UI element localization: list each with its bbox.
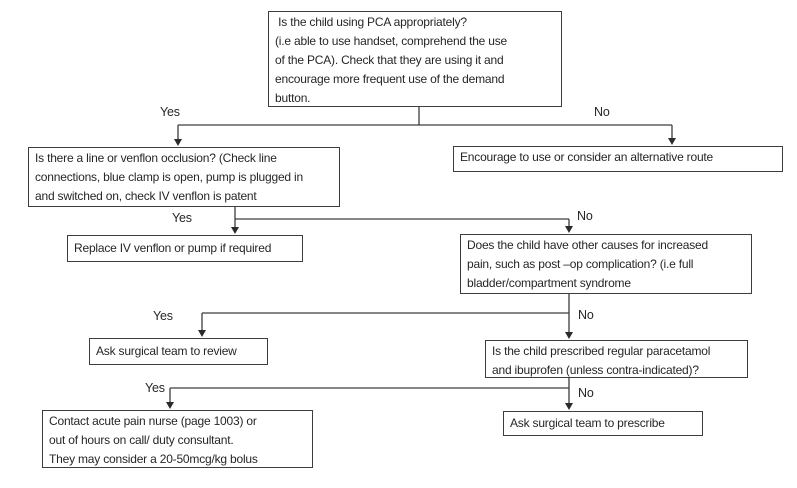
flow-node-ask-prescribe: Ask surgical team to prescribe [503,411,703,436]
flow-node-question-using-pca: Is the child using PCA appropriately? (i… [268,11,562,107]
edge-label-no-4: No [578,386,594,400]
flow-node-ask-review: Ask surgical team to review [89,338,268,365]
flow-node-question-other-causes: Does the child have other causes for inc… [460,234,752,294]
edge-label-no-3: No [578,308,594,322]
edge-label-yes-2: Yes [172,211,192,225]
flow-node-contact-pain-nurse: Contact acute pain nurse (page 1003) or … [42,410,313,468]
edge-label-no-1: No [594,105,610,119]
edge-label-no-2: No [577,209,593,223]
edge-label-yes-1: Yes [160,105,180,119]
edge-label-yes-3: Yes [153,309,173,323]
flow-node-alternative-route: Encourage to use or consider an alternat… [453,146,783,172]
flow-node-question-occlusion: Is there a line or venflon occlusion? (C… [28,147,340,207]
flow-node-replace-venflon: Replace IV venflon or pump if required [67,235,303,262]
flow-node-question-prescribed: Is the child prescribed regular paraceta… [485,340,748,378]
edge-label-yes-4: Yes [145,381,165,395]
